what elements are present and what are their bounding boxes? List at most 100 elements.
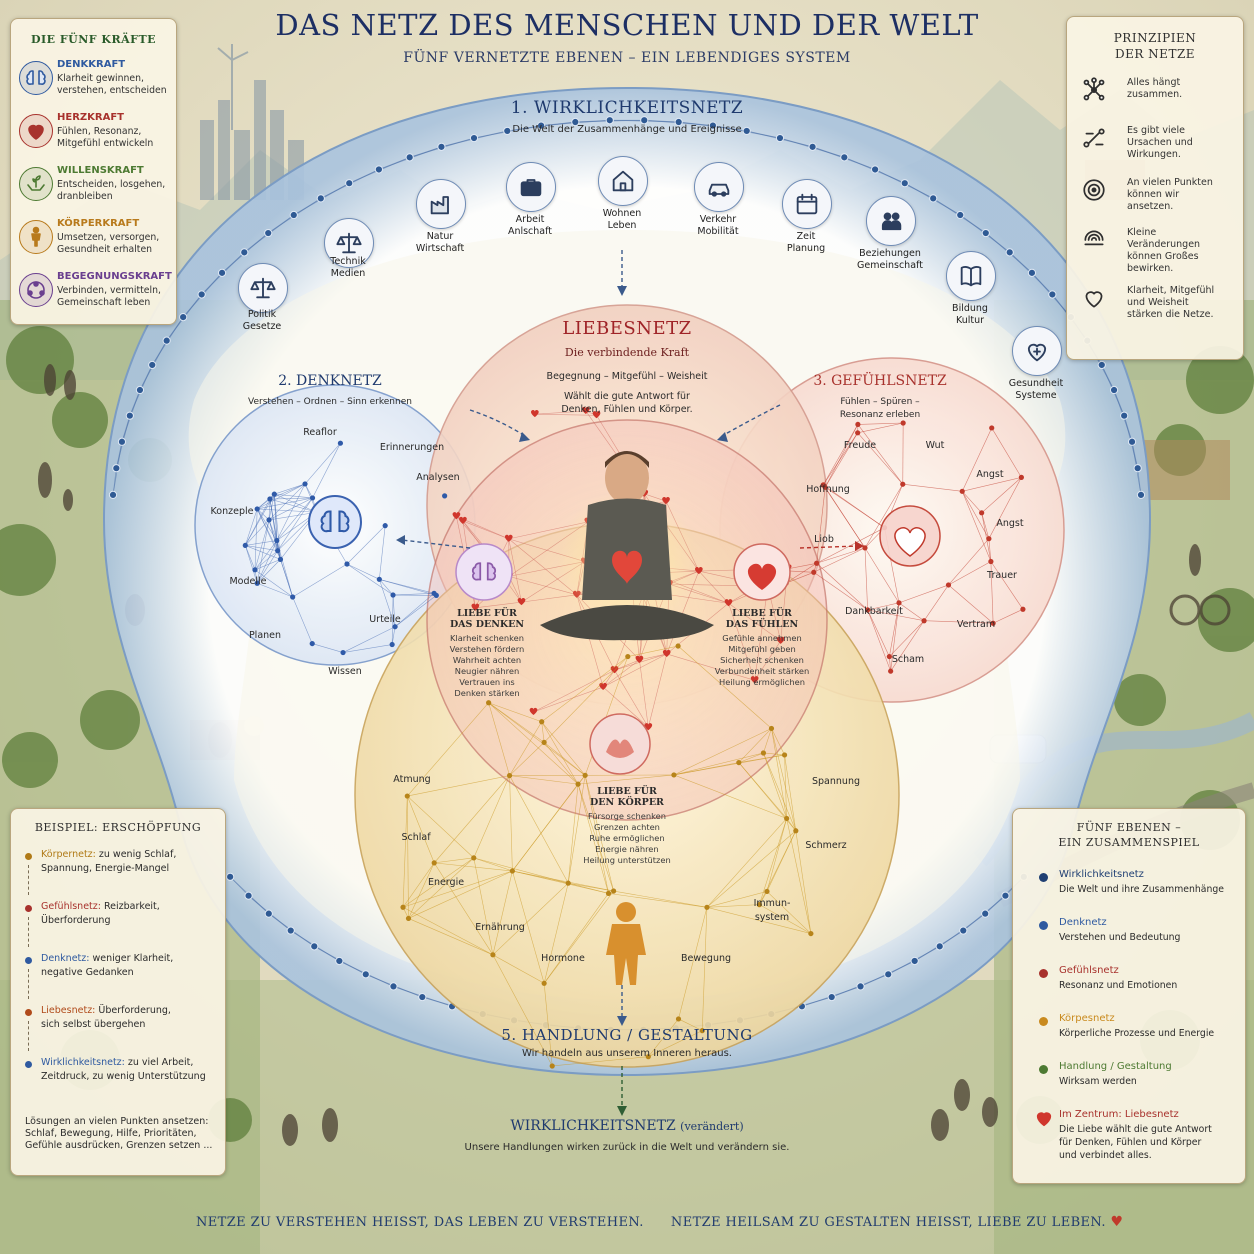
body-node-label: Schlaf <box>401 832 431 843</box>
target-icon <box>1083 179 1105 201</box>
example-text: zu viel Arbeit, <box>127 1057 194 1068</box>
reality-node-badge <box>694 162 744 212</box>
think-node-label: Modelle <box>229 576 267 587</box>
level-desc: Verstehen und Bedeutung <box>1059 932 1181 943</box>
example-line-2: sich selbst übergehen <box>41 1019 146 1030</box>
feel-node-label: Liob <box>814 534 834 545</box>
body-figure <box>606 902 646 985</box>
reality-node-label-1: Verkehr <box>699 214 737 225</box>
people-icon <box>881 212 902 231</box>
example-text: Reizbarkeit, <box>104 901 160 912</box>
footer: NETZE ZU VERSTEHEN HEISST, DAS LEBEN ZU … <box>196 1214 1123 1230</box>
reality-node-label-1: Bildung <box>952 303 988 314</box>
scales-icon <box>250 277 276 299</box>
force-name: BEGEGNUNGSKRAFT <box>57 271 172 282</box>
force-desc: Klarheit gewinnen, verstehen, entscheide… <box>57 73 167 96</box>
brain-icon <box>26 70 46 85</box>
feel-node-label: Wut <box>925 440 945 451</box>
example-label: Denknetz: <box>41 953 90 964</box>
reality-node-label-1: Beziehungen <box>859 248 921 259</box>
body-node-label: Immun- <box>753 898 791 909</box>
principle-text: Kleine Veränderungen können Großes bewir… <box>1127 227 1201 274</box>
causes-icon <box>1083 128 1105 148</box>
wind-turbine <box>217 44 249 130</box>
force-name: DENKKRAFT <box>57 59 126 70</box>
force-heart-badge <box>19 114 53 148</box>
action-title: 5. HANDLUNG / GESTALTUNG <box>501 1026 753 1044</box>
example-item: Liebesnetz: Überforderung,sich selbst üb… <box>21 1005 221 1053</box>
example-item: Denknetz: weniger Klarheit,negative Geda… <box>21 953 221 1001</box>
level-dot <box>1039 873 1048 882</box>
principle-text: An vielen Punkten können wir ansetzen. <box>1127 177 1213 212</box>
example-text: Überforderung, <box>98 1005 171 1016</box>
love-line: Heilung unterstützen <box>583 855 671 865</box>
reality-changed-subtitle: Unsere Handlungen wirken zurück in die W… <box>464 1142 790 1153</box>
love-line: Wahrheit achten <box>452 655 522 665</box>
reality-node-badge <box>782 179 832 229</box>
feel-net-subtitle-1: Fühlen – Spüren – <box>840 397 920 407</box>
think-node-label: Reaflor <box>303 427 337 438</box>
example-dot <box>25 1061 32 1068</box>
page-subtitle: FÜNF VERNETZTE EBENEN – EIN LEBENDIGES S… <box>403 50 851 66</box>
example-dot <box>25 957 32 964</box>
feel-heart-icon <box>894 527 926 557</box>
body-node-label: Hormone <box>541 953 585 964</box>
love-line: Energie nähren <box>595 844 659 854</box>
level-center-desc: für Denken, Fühlen und Körper <box>1059 1137 1202 1148</box>
principle-item: An vielen Punkten können wir ansetzen. <box>1077 175 1237 223</box>
force-desc: Entscheiden, losgehen, dranbleiben <box>57 179 166 202</box>
feel-net-subtitle-2: Resonanz erleben <box>839 410 921 420</box>
example-dot <box>25 853 32 860</box>
principle-item: Es gibt viele Ursachen und Wirkungen. <box>1077 123 1237 171</box>
force-brain-badge <box>19 61 53 95</box>
force-body-badge <box>19 220 53 254</box>
body-node-label: Energie <box>427 877 465 888</box>
ripple-icon <box>1084 230 1104 246</box>
love-line: Klarheit schenken <box>449 633 525 643</box>
love-line: Fürsorge schenken <box>587 811 667 821</box>
example-line-2: Spannung, Energie-Mangel <box>41 863 170 874</box>
body-icon <box>31 226 41 247</box>
example-line-1: Gefühlsnetz: Reizbarkeit, <box>41 901 221 913</box>
love-line: Verbundenheit stärken <box>714 666 810 676</box>
force-desc: Verbinden, vermitteln, Gemeinschaft lebe… <box>57 285 161 308</box>
feel-node-label: Trauer <box>987 570 1017 581</box>
love-think-brain-icon <box>471 562 497 581</box>
feel-node-label: Vertram <box>956 619 996 630</box>
feel-node-label: Hoffnung <box>806 484 850 495</box>
level-center-desc: Die Liebe wählt die gute Antwort <box>1059 1124 1212 1135</box>
page-title: DAS NETZ DES MENSCHEN UND DER WELT <box>275 8 979 42</box>
feel-node-label: Angst <box>976 469 1004 480</box>
love-line: Mitgefühl geben <box>728 644 796 654</box>
level-name: Handlung / Gestaltung <box>1059 1061 1172 1072</box>
briefcase-icon <box>520 179 542 197</box>
love-line: Denken stärken <box>454 688 520 698</box>
arrow-heads <box>396 286 864 1116</box>
love-line: Sicherheit schenken <box>720 655 804 665</box>
force-desc: Fühlen, Resonanz, Mitgefühl entwickeln <box>57 126 154 149</box>
think-node-label: Analysen <box>416 472 460 483</box>
force-name: HERZKRAFT <box>57 112 124 123</box>
network-icon <box>1083 77 1105 101</box>
reality-node-badge <box>1012 326 1062 376</box>
reality-node-label-2: Mobilität <box>697 226 739 237</box>
level-desc: Körperliche Prozesse und Energie <box>1059 1028 1215 1039</box>
reality-node-label-2: Leben <box>607 220 637 231</box>
level-dot <box>1039 1017 1048 1026</box>
example-label: Körpernetz: <box>41 849 96 860</box>
feel-node-label: Angst <box>996 518 1024 529</box>
factory-icon <box>430 196 449 215</box>
book-icon <box>960 266 982 287</box>
example-footer-line: Lösungen an vielen Punkten ansetzen: <box>25 1116 209 1127</box>
love-net-subtitle: Die verbindende Kraft <box>564 346 690 359</box>
love-feel-heart-icon <box>747 563 777 590</box>
scales-icon <box>336 232 362 254</box>
example-dot <box>25 905 32 912</box>
love-net-line3: Denken, Fühlen und Körper. <box>561 404 693 415</box>
